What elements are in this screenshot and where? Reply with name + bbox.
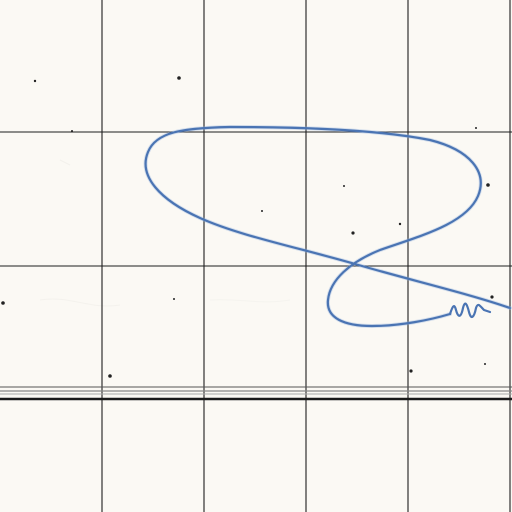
grid-horizontal-lines [0,131,512,267]
rule-band [0,386,512,401]
handwritten-signature-icon [143,125,512,328]
scan-specks [1,76,494,378]
grid-vertical-lines [101,0,511,512]
